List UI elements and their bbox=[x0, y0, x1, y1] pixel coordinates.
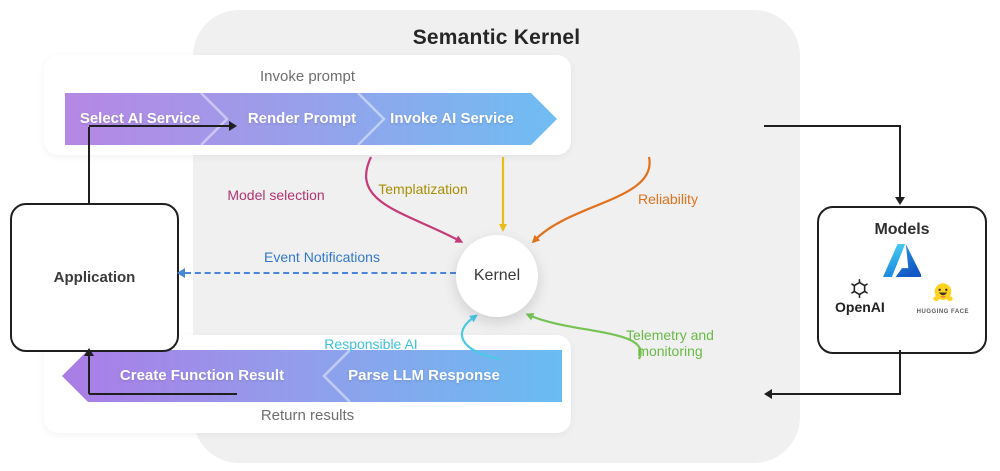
connector-return-to-app-horizontal bbox=[89, 393, 237, 395]
azure-logo-icon bbox=[883, 244, 921, 277]
step-invoke-ai-service: Invoke AI Service bbox=[390, 110, 514, 127]
invoke-prompt-box: Invoke prompt Select AI Service Render P… bbox=[44, 55, 571, 155]
connector-invoke-to-models-vertical bbox=[899, 126, 901, 198]
models-label: Models bbox=[874, 221, 930, 238]
connector-models-to-return-arrowhead-icon bbox=[764, 389, 772, 399]
openai-logo-icon bbox=[851, 279, 869, 298]
invoke-prompt-chevron-bar: Select AI Service Render Prompt Invoke A… bbox=[65, 93, 557, 145]
connector-app-to-invoke-vertical bbox=[88, 127, 90, 204]
telemetry-label: Telemetry and monitoring bbox=[626, 327, 714, 360]
openai-provider: OpenAI bbox=[835, 279, 885, 315]
chevron-seam-lines bbox=[322, 350, 351, 402]
connector-return-to-app-arrowhead-icon bbox=[84, 348, 94, 356]
huggingface-provider: HUGGING FACE bbox=[917, 281, 969, 315]
chevron-seam-lines bbox=[65, 93, 557, 145]
openai-label: OpenAI bbox=[835, 299, 885, 315]
models-box: Models bbox=[817, 206, 987, 354]
connector-models-to-return-vertical bbox=[899, 350, 901, 394]
event-notifications-arrowhead-icon bbox=[177, 268, 185, 278]
step-select-ai-service: Select AI Service bbox=[79, 110, 201, 127]
model-selection-label: Model selection bbox=[227, 187, 325, 203]
connector-app-to-invoke-arrowhead-icon bbox=[229, 121, 237, 131]
connector-invoke-to-models-horizontal bbox=[764, 125, 901, 127]
connector-models-to-return-horizontal bbox=[772, 393, 901, 395]
diagram-title: Semantic Kernel bbox=[412, 26, 581, 49]
step-create-function-result: Create Function Result bbox=[119, 367, 285, 384]
hugging-face-logo-icon bbox=[933, 283, 953, 302]
application-box: Application bbox=[10, 203, 179, 352]
event-notifications-dashed-line bbox=[185, 272, 456, 274]
invoke-prompt-label: Invoke prompt bbox=[259, 68, 356, 85]
responsible-ai-label: Responsible AI bbox=[324, 336, 418, 352]
templatization-label: Templatization bbox=[378, 181, 468, 197]
return-results-label: Return results bbox=[260, 407, 355, 424]
application-label: Application bbox=[53, 269, 136, 286]
model-providers: OpenAI HUGGING FACE bbox=[819, 279, 985, 315]
kernel-circle: Kernel bbox=[456, 235, 538, 317]
connector-invoke-to-models-arrowhead-icon bbox=[895, 197, 905, 205]
step-render-prompt: Render Prompt bbox=[247, 110, 357, 127]
connector-app-to-invoke-horizontal bbox=[89, 125, 230, 127]
kernel-label: Kernel bbox=[473, 267, 521, 284]
connector-return-to-app-vertical bbox=[88, 356, 90, 394]
event-notifications-label: Event Notifications bbox=[264, 249, 380, 265]
huggingface-label: HUGGING FACE bbox=[916, 309, 969, 315]
reliability-label: Reliability bbox=[638, 191, 698, 207]
step-parse-llm-response: Parse LLM Response bbox=[348, 367, 500, 384]
